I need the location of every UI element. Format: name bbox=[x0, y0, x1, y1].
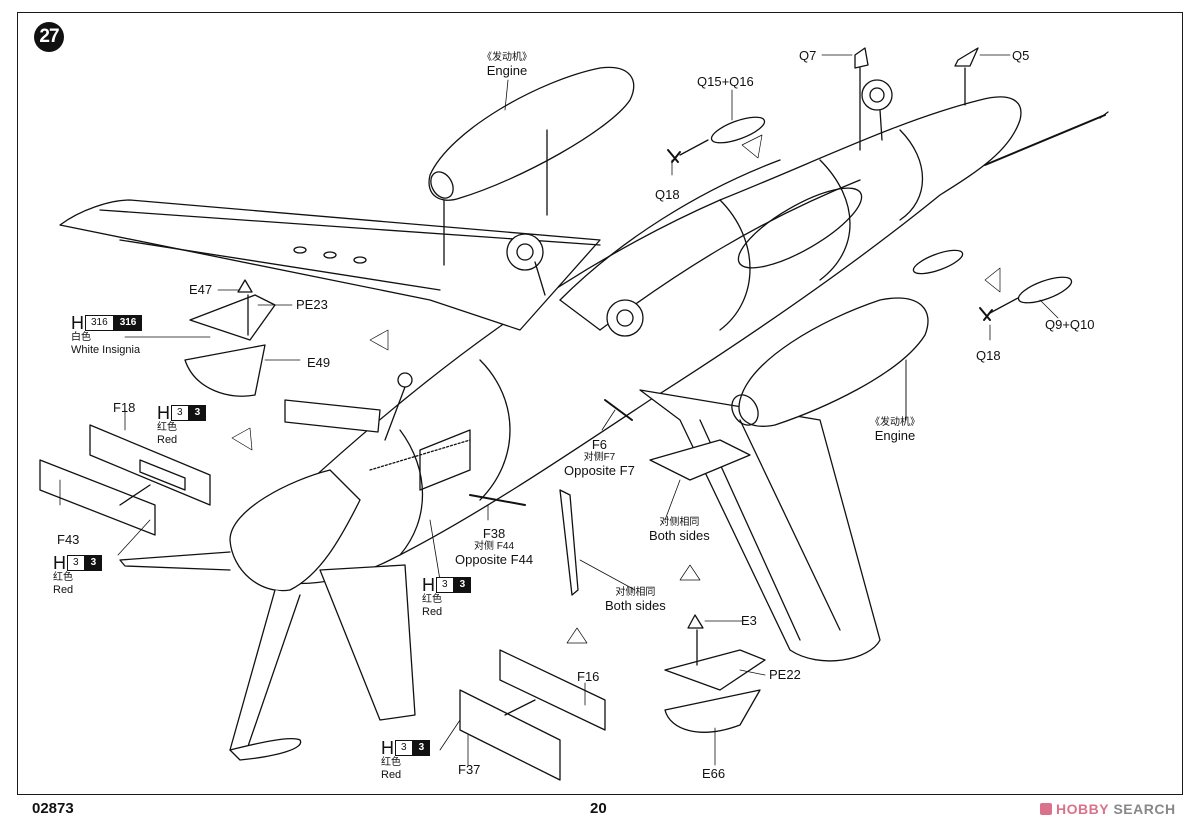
both-sides-1-cn: 对侧相同 bbox=[659, 517, 700, 528]
paint-cn: 红色 bbox=[53, 572, 73, 583]
label-f37: F37 bbox=[458, 762, 481, 777]
both-sides-2-en: Both sides bbox=[605, 598, 666, 613]
label-e49: E49 bbox=[307, 355, 331, 370]
step-number-badge: 27 bbox=[34, 22, 64, 52]
paint-cn: 红色 bbox=[422, 594, 442, 605]
label-q15-q16: Q15+Q16 bbox=[697, 74, 754, 89]
label-q18-right: Q18 bbox=[976, 348, 1001, 363]
label-f6-en: Opposite F7 bbox=[564, 463, 635, 478]
label-f38-cn: 对侧 F44 bbox=[474, 541, 515, 552]
label-f38-en: Opposite F44 bbox=[455, 552, 534, 567]
paint-prefix: H bbox=[422, 575, 435, 595]
paint-en: Red bbox=[422, 606, 443, 618]
engine-right-label: 《发动机》 Engine bbox=[870, 417, 920, 443]
engine-right-en: Engine bbox=[874, 428, 916, 443]
label-q7: Q7 bbox=[799, 48, 817, 63]
label-f6-group: F6 对侧F7 Opposite F7 bbox=[564, 438, 635, 478]
paint-en: Red bbox=[157, 434, 178, 446]
label-q5: Q5 bbox=[1012, 48, 1030, 63]
hobby-search-logo-icon bbox=[1040, 803, 1052, 815]
both-sides-2-cn: 对侧相同 bbox=[615, 587, 656, 598]
both-sides-1-en: Both sides bbox=[649, 528, 710, 543]
instruction-frame bbox=[17, 12, 1183, 795]
paint-cn: 红色 bbox=[157, 422, 177, 433]
paint-code-black: 3 bbox=[188, 405, 207, 421]
paint-prefix: H bbox=[381, 738, 394, 758]
label-f18: F18 bbox=[113, 400, 136, 415]
label-f43: F43 bbox=[57, 532, 80, 547]
paint-prefix: H bbox=[71, 313, 84, 333]
label-pe22: PE22 bbox=[769, 667, 801, 682]
engine-top-en: Engine bbox=[486, 63, 528, 78]
engine-top-label: 《发动机》 Engine bbox=[482, 52, 532, 78]
watermark-part1: HOBBY bbox=[1056, 801, 1110, 817]
label-pe23: PE23 bbox=[296, 297, 328, 312]
paint-code-black: 316 bbox=[113, 315, 143, 331]
watermark: HOBBY SEARCH bbox=[1040, 801, 1176, 817]
label-both-sides-1: 对侧相同 Both sides bbox=[649, 517, 710, 543]
tail-section bbox=[119, 469, 416, 761]
label-f38: F38 bbox=[482, 526, 506, 541]
engine-top-cn: 《发动机》 bbox=[482, 52, 532, 63]
paint-en: Red bbox=[53, 584, 74, 596]
direction-arrows bbox=[231, 134, 1001, 644]
paint-code-white: 3 bbox=[171, 405, 189, 421]
leader-lines bbox=[59, 54, 1059, 766]
paint-code-white: 3 bbox=[67, 555, 85, 571]
paint-code-white: 3 bbox=[395, 740, 413, 756]
fuselage bbox=[249, 96, 1109, 584]
label-q9-q10: Q9+Q10 bbox=[1045, 317, 1095, 332]
left-wing bbox=[59, 199, 601, 331]
label-both-sides-2: 对侧相同 Both sides bbox=[605, 587, 666, 613]
kit-number: 02873 bbox=[32, 800, 74, 817]
paint-cn: 红色 bbox=[381, 757, 401, 768]
engine-top bbox=[428, 66, 635, 266]
label-f6: F6 bbox=[591, 437, 607, 452]
paint-code-black: 3 bbox=[412, 740, 431, 756]
paint-prefix: H bbox=[53, 553, 66, 573]
label-f16: F16 bbox=[577, 669, 600, 684]
label-e47: E47 bbox=[189, 282, 213, 297]
label-f6-cn: 对侧F7 bbox=[583, 452, 616, 463]
small-parts bbox=[39, 47, 1073, 781]
paint-en: White Insignia bbox=[71, 344, 141, 356]
label-f38-group: F38 对侧 F44 Opposite F44 bbox=[455, 527, 533, 567]
label-q18-top: Q18 bbox=[655, 187, 680, 202]
paint-code-white: 3 bbox=[436, 577, 454, 593]
page-number: 20 bbox=[590, 800, 607, 817]
paint-en: Red bbox=[381, 769, 402, 781]
paint-code-black: 3 bbox=[84, 555, 103, 571]
paint-code-black: 3 bbox=[453, 577, 472, 593]
paint-prefix: H bbox=[157, 403, 170, 423]
label-e3: E3 bbox=[741, 613, 757, 628]
paint-cn: 白色 bbox=[71, 332, 91, 343]
engine-right-cn: 《发动机》 bbox=[870, 417, 920, 428]
landing-gear bbox=[384, 79, 893, 441]
paint-code-white: 316 bbox=[85, 315, 114, 331]
label-e66: E66 bbox=[702, 766, 726, 781]
watermark-part2: SEARCH bbox=[1113, 801, 1176, 817]
